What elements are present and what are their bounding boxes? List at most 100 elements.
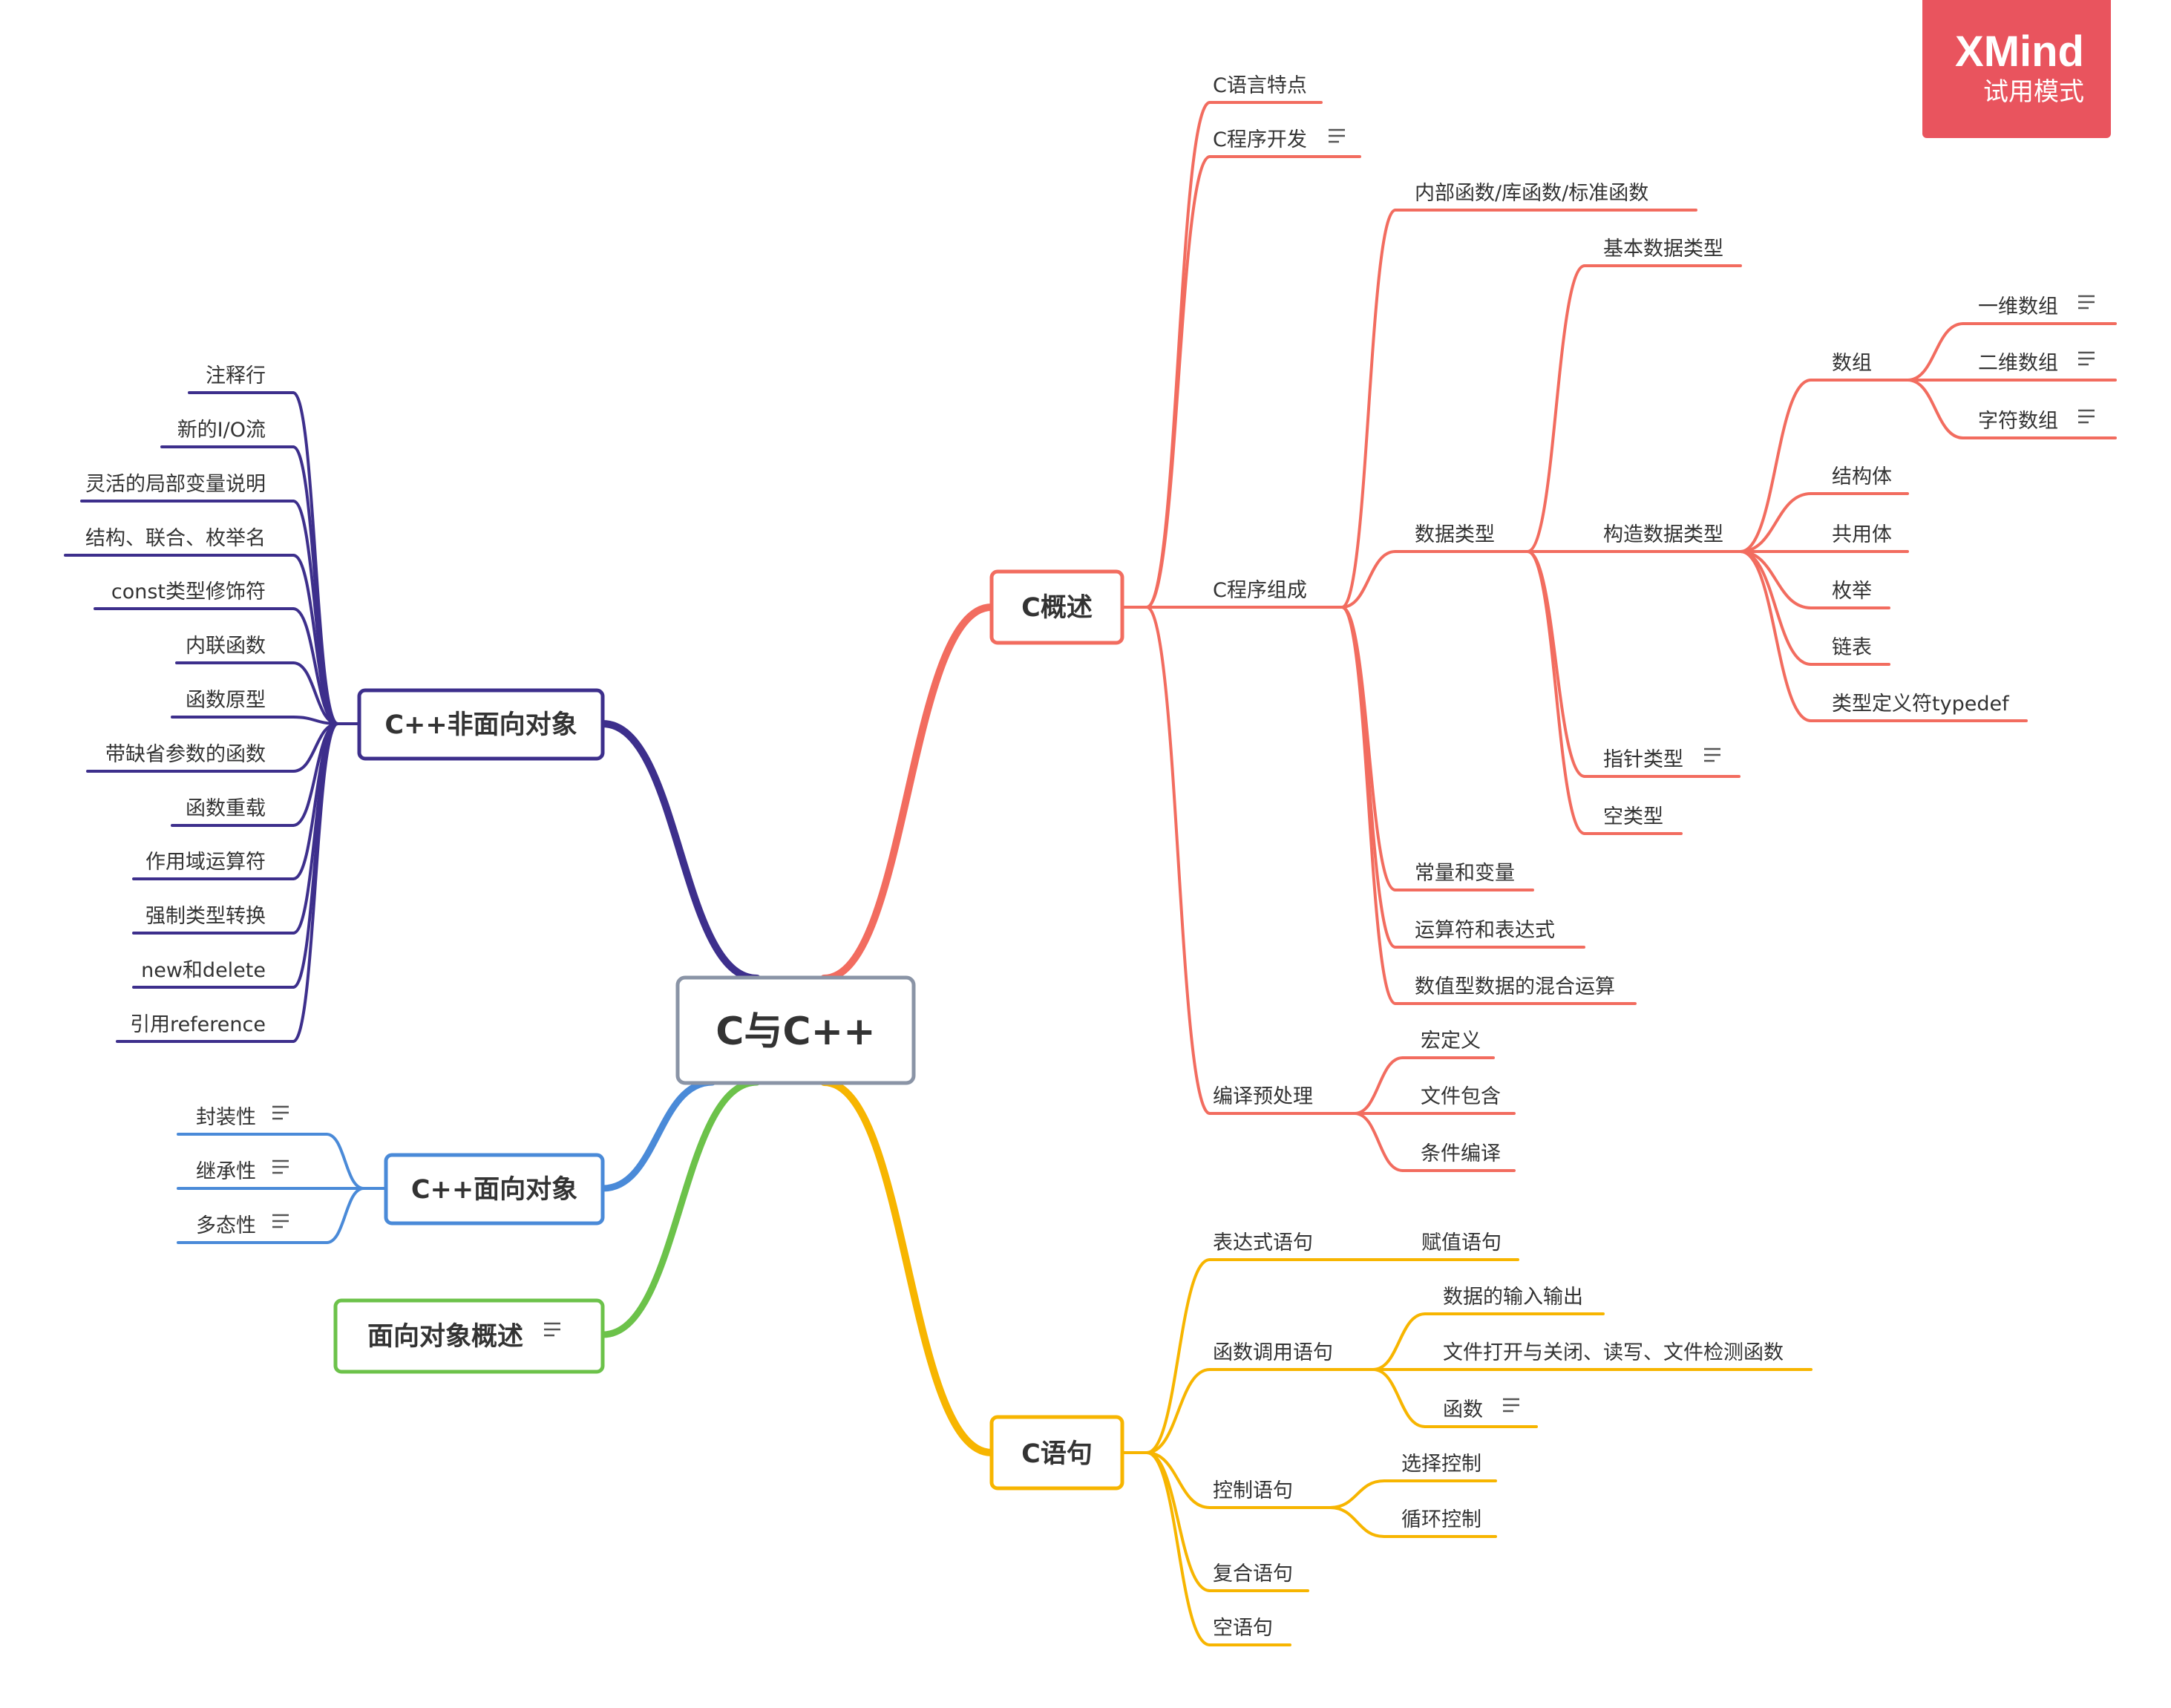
edge-root-cpp-non-oo [599,720,761,982]
topic-assign-stmt[interactable]: 赋值语句 [1421,1231,1502,1254]
topic-array[interactable]: 数组 [1832,352,1872,375]
edge-non-oo-item-0 [292,391,339,725]
topic-root[interactable] [675,975,916,1085]
edge-root-cpp-oo [599,1079,716,1192]
topic-linked-list[interactable]: 链表 [1832,636,1872,659]
topic-func-call-stmt[interactable]: 函数调用语句 [1213,1341,1333,1364]
topic-basic-types[interactable]: 基本数据类型 [1603,238,1723,261]
topic-operators[interactable]: 运算符和表达式 [1415,919,1555,942]
non-oo-item[interactable]: 函数原型 [186,689,266,712]
topic-c-overview-label[interactable]: C概述 [1021,593,1093,623]
notes-icon[interactable] [272,1105,289,1120]
edge-const-var [1340,606,1397,891]
topic-cpp-oo-label[interactable]: C++面向对象 [411,1175,577,1205]
topic-cpp-non-oo[interactable] [357,688,605,761]
edge-control-stmt [1145,1451,1211,1509]
edge-func-call-stmt [1145,1368,1211,1454]
topic-file-ops[interactable]: 文件打开与关闭、读写、文件检测函数 [1443,1341,1784,1364]
watermark-badge: XMind 试用模式 [1922,0,2111,138]
topic-c-compose[interactable]: C程序组成 [1213,579,1307,602]
edge-root-c-statements [820,1079,995,1456]
topic-cond-compile[interactable]: 条件编译 [1421,1142,1501,1165]
topic-io[interactable]: 数据的输入输出 [1443,1286,1583,1309]
edge-preprocess [1145,606,1211,1115]
edge-functions [1372,1368,1427,1428]
topic-mixed-ops[interactable]: 数值型数据的混合运算 [1415,975,1615,998]
topic-c-features[interactable]: C语言特点 [1213,74,1307,97]
non-oo-item[interactable]: 引用reference [130,1013,266,1036]
topic-typedef[interactable]: 类型定义符typedef [1832,693,2010,716]
notes-icon[interactable] [1704,747,1720,762]
non-oo-item[interactable]: 注释行 [206,364,266,387]
topic-compound-stmt[interactable]: 复合语句 [1213,1563,1293,1586]
notes-icon[interactable] [2078,351,2095,366]
topic-loop-ctrl[interactable]: 循环控制 [1401,1508,1481,1531]
topic-pointer-type[interactable]: 指针类型 [1603,748,1683,771]
oo-item[interactable]: 封装性 [196,1106,256,1129]
oo-item[interactable]: 继承性 [196,1160,256,1183]
non-oo-item[interactable]: 带缺省参数的函数 [105,743,266,766]
edge-loop-ctrl [1329,1506,1386,1538]
topic-c-statements-label[interactable]: C语句 [1021,1439,1093,1469]
topic-expr-stmt[interactable]: 表达式语句 [1213,1231,1313,1254]
non-oo-item[interactable]: const类型修饰符 [111,580,266,603]
edge-c-dev [1145,155,1211,609]
topic-c-overview[interactable] [989,569,1124,645]
topic-oo-overview[interactable] [333,1298,605,1374]
notes-icon[interactable] [272,1214,289,1228]
non-oo-item[interactable]: 新的I/O流 [177,419,266,442]
oo-item[interactable]: 多态性 [196,1214,256,1237]
topic-boxes [333,569,1124,1491]
notes-icon[interactable] [1503,1398,1519,1413]
edge-non-oo-item-11 [292,722,339,989]
topic-enum[interactable]: 枚举 [1832,580,1872,603]
topic-internal-funcs[interactable]: 内部函数/库函数/标准函数 [1415,182,1648,205]
notes-icon[interactable] [544,1322,560,1337]
non-oo-item[interactable]: 作用域运算符 [145,851,266,874]
edge-non-oo-item-1 [292,445,339,725]
edge-struct [1739,492,1813,553]
topic-cpp-non-oo-label[interactable]: C++非面向对象 [384,710,577,740]
topic-root-label[interactable]: C与C++ [716,1010,875,1054]
topic-file-include[interactable]: 文件包含 [1421,1085,1501,1108]
topic-macro[interactable]: 宏定义 [1421,1030,1481,1053]
edge-oo-item-0 [325,1133,365,1190]
topic-oo-overview-label[interactable]: 面向对象概述 [367,1322,523,1352]
notes-icon[interactable] [2078,409,2095,424]
topic-cpp-oo[interactable] [384,1153,605,1226]
notes-icon[interactable] [2078,295,2095,310]
topic-void-type[interactable]: 空类型 [1603,805,1663,828]
topic-functions[interactable]: 函数 [1443,1398,1483,1421]
topic-struct[interactable]: 结构体 [1832,465,1892,488]
topic-c-dev[interactable]: C程序开发 [1213,128,1307,151]
topic-data-types[interactable]: 数据类型 [1415,523,1495,546]
edge-empty-stmt [1145,1451,1211,1646]
topic-array-2d[interactable]: 二维数组 [1978,352,2058,375]
topic-constructed-types[interactable]: 构造数据类型 [1603,523,1723,546]
non-oo-item[interactable]: 函数重载 [186,797,266,820]
topic-preprocess[interactable]: 编译预处理 [1213,1085,1313,1108]
non-oo-item[interactable]: 强制类型转换 [145,905,266,928]
non-oo-item[interactable]: 灵活的局部变量说明 [85,473,266,496]
topic-c-statements[interactable] [989,1415,1124,1491]
topic-control-stmt[interactable]: 控制语句 [1213,1479,1293,1502]
topic-union[interactable]: 共用体 [1832,523,1892,546]
edge-char-array [1906,379,1965,439]
notes-icon[interactable] [1329,128,1345,143]
non-oo-item[interactable]: 结构、联合、枚举名 [85,527,266,550]
topic-empty-stmt[interactable]: 空语句 [1213,1617,1273,1640]
topic-char-array[interactable]: 字符数组 [1978,410,2058,433]
topic-array-1d[interactable]: 一维数组 [1978,295,2058,318]
topic-const-var[interactable]: 常量和变量 [1415,862,1515,885]
edge-pointer-type [1526,550,1586,778]
edge-compound-stmt [1145,1451,1211,1592]
edge-void-type [1526,550,1586,835]
topic-select-ctrl[interactable]: 选择控制 [1401,1453,1481,1476]
edge-cond-compile [1353,1112,1404,1172]
edge-typedef [1739,550,1813,722]
edge-c-features [1145,101,1211,609]
non-oo-item[interactable]: new和delete [141,959,266,982]
non-oo-item[interactable]: 内联函数 [186,635,266,658]
notes-icon[interactable] [272,1159,289,1174]
